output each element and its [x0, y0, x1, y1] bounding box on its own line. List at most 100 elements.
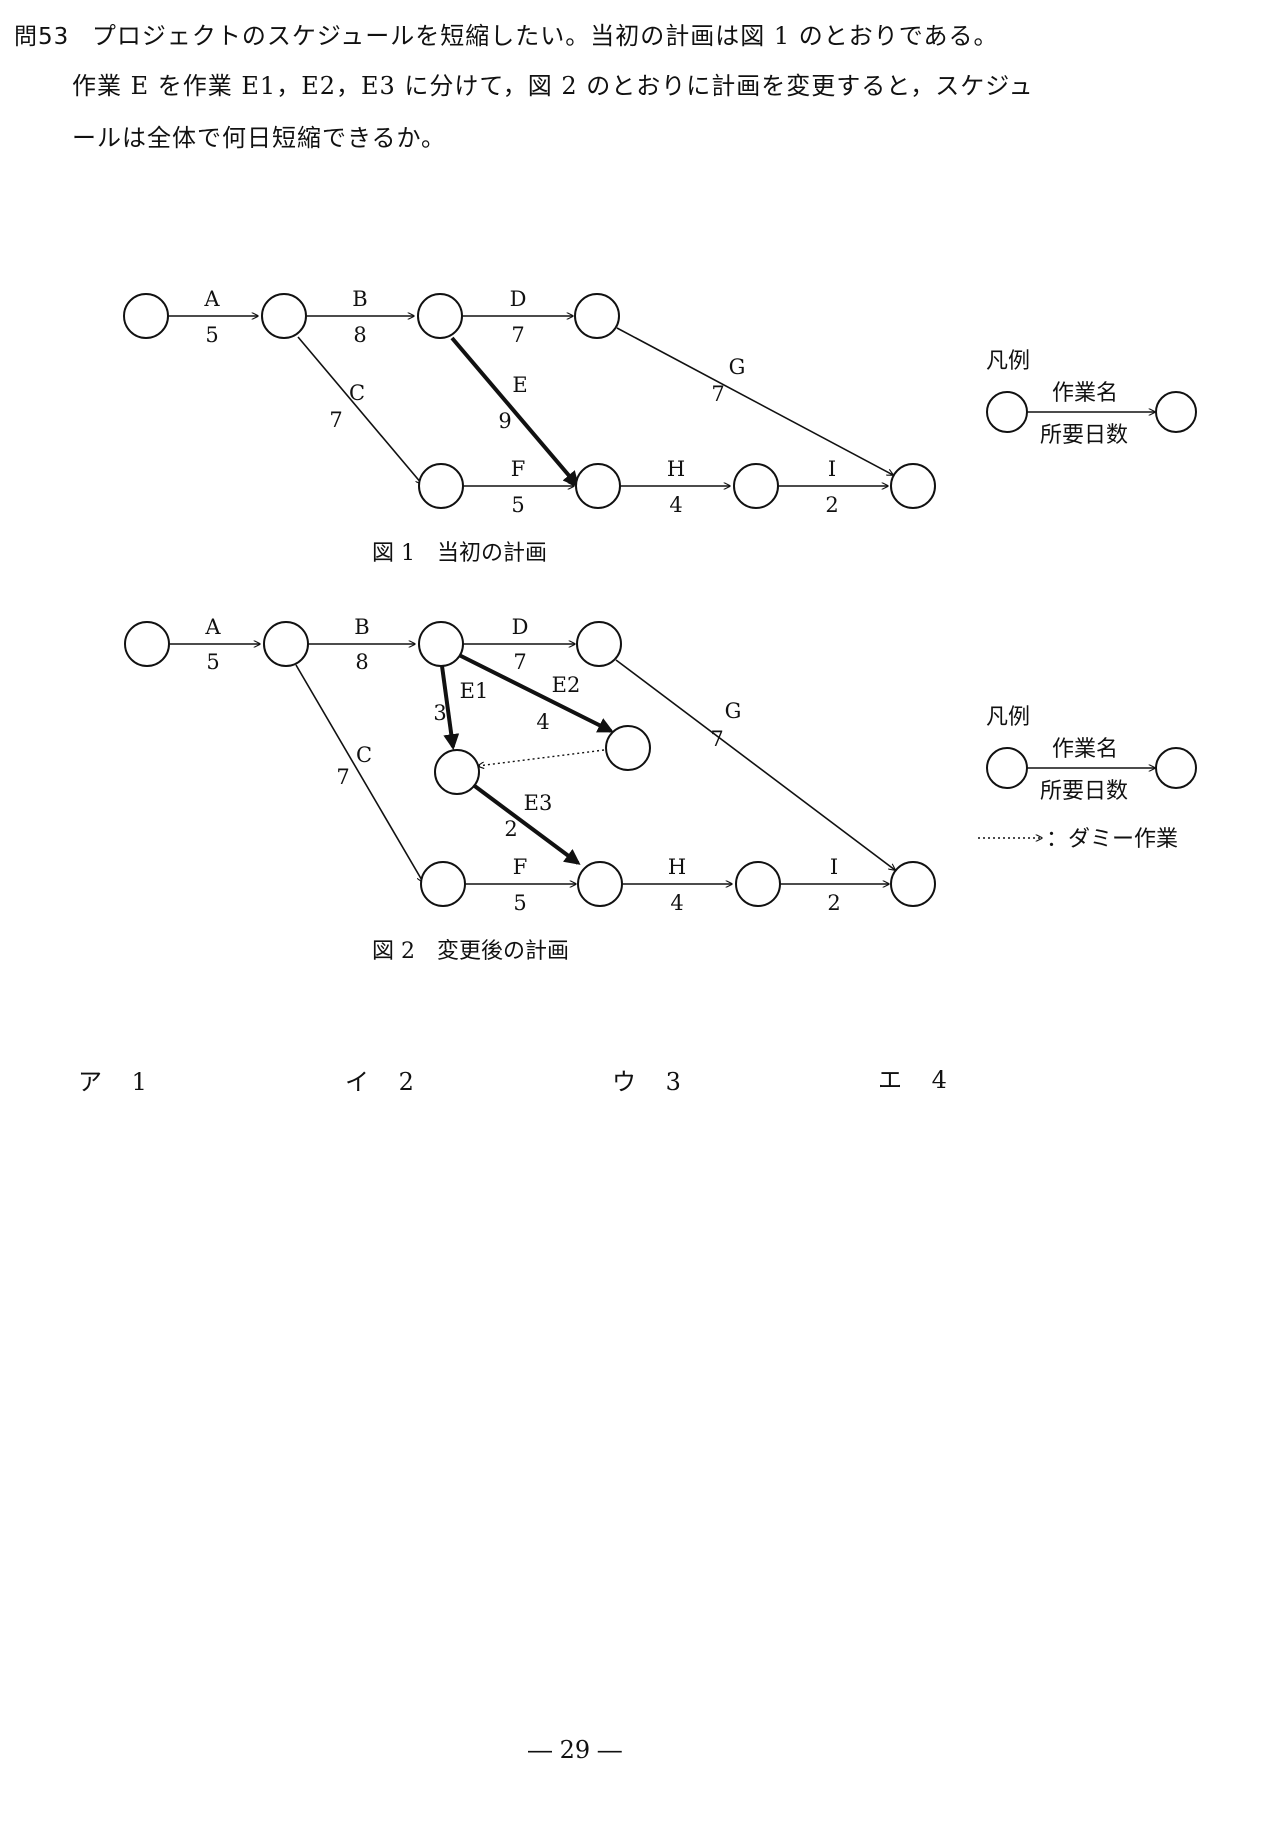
legend-2-task-name: 作業名 — [1052, 737, 1118, 762]
legend-2-duration: 所要日数 — [1040, 779, 1128, 804]
node-2 — [261, 293, 307, 339]
question-line-1: 問53 プロジェクトのスケジュールを短縮したい。当初の計画は図 1 のとおりであ… — [14, 16, 999, 51]
legend-2-node-right — [1155, 747, 1197, 789]
edge-C-name: C — [349, 381, 365, 405]
edge-C-days: 7 — [336, 765, 349, 789]
edge-dummy — [478, 749, 605, 766]
question-line-3: ールは全体で何日短縮できるか。 — [72, 124, 447, 152]
question-number: 問53 — [14, 24, 70, 50]
node-4 — [576, 621, 622, 667]
legend-1-node-left — [986, 391, 1028, 433]
legend-2-node-left — [986, 747, 1028, 789]
choice-b[interactable]: イ 2 — [345, 1062, 414, 1097]
choice-d-value: 4 — [931, 1066, 947, 1094]
node-8 — [890, 861, 936, 907]
figure-1-network: A 5 B 8 D 7 C 7 E 9 G 7 F 5 H 4 I 2 図 1 … — [123, 287, 1197, 566]
edge-G-name: G — [729, 355, 746, 379]
edge-E2 — [458, 653, 614, 733]
legend-2-title: 凡例 — [986, 705, 1030, 730]
edge-E1 — [440, 665, 460, 751]
edge-C — [295, 664, 423, 882]
edge-E — [450, 336, 580, 488]
edge-A-days: 5 — [205, 323, 218, 347]
choice-c[interactable]: ウ 3 — [612, 1062, 681, 1097]
legend-1-task-name: 作業名 — [1052, 381, 1118, 406]
edge-E-days: 9 — [498, 409, 511, 433]
edge-I-days: 2 — [827, 891, 840, 915]
edge-F-days: 5 — [513, 891, 526, 915]
edge-E2-days: 4 — [536, 710, 549, 734]
node-e1-end — [434, 749, 480, 795]
edge-F-name: F — [511, 457, 526, 481]
edge-I-days: 2 — [825, 493, 838, 517]
figure-2-caption: 図 2 変更後の計画 — [372, 939, 569, 964]
edge-H-days: 4 — [670, 891, 683, 915]
edge-H-name: H — [668, 855, 686, 879]
choice-c-label: ウ — [612, 1068, 636, 1096]
node-1 — [123, 293, 169, 339]
choice-a-value: 1 — [131, 1068, 147, 1096]
edge-G-name: G — [725, 699, 742, 723]
node-e2-end — [605, 725, 651, 771]
figure-1-caption: 図 1 当初の計画 — [372, 541, 547, 566]
edge-C-days: 7 — [329, 408, 342, 432]
edge-E1-name: E1 — [460, 679, 489, 703]
edge-A-days: 5 — [206, 650, 219, 674]
edge-D-name: D — [512, 615, 529, 639]
node-4 — [574, 293, 620, 339]
edge-E2-name: E2 — [552, 673, 581, 697]
node-3 — [418, 621, 464, 667]
question-line-2: 作業 E を作業 E1，E2，E3 に分けて，図 2 のとおりに計画を変更すると… — [72, 72, 1034, 100]
node-5 — [418, 463, 464, 509]
edge-I-name: I — [830, 855, 838, 879]
legend-1-node-right — [1155, 391, 1197, 433]
edge-H-days: 4 — [669, 493, 682, 517]
edge-D-days: 7 — [511, 323, 524, 347]
edge-B-name: B — [352, 287, 367, 311]
node-3 — [417, 293, 463, 339]
edge-G — [616, 327, 893, 475]
edge-A-name: A — [203, 287, 220, 311]
node-6 — [575, 463, 621, 509]
edge-F-days: 5 — [511, 493, 524, 517]
node-8 — [890, 463, 936, 509]
edge-B-days: 8 — [353, 323, 366, 347]
edge-E1-days: 3 — [433, 701, 446, 725]
legend-1-title: 凡例 — [986, 349, 1030, 374]
page-number: ― 29 ― — [528, 1736, 622, 1764]
edge-H-name: H — [667, 457, 685, 481]
edge-F-name: F — [513, 855, 528, 879]
edge-C — [297, 336, 422, 484]
node-7 — [735, 861, 781, 907]
figure-2-network: A 5 B 8 D 7 E1 3 E2 4 E3 2 C 7 G 7 F 5 H… — [124, 615, 1197, 964]
choice-c-value: 3 — [665, 1068, 681, 1096]
choice-a[interactable]: ア 1 — [78, 1062, 147, 1097]
edge-G — [615, 659, 895, 870]
choice-b-value: 2 — [398, 1068, 414, 1096]
edge-E3 — [470, 782, 581, 865]
edge-B-name: B — [354, 615, 369, 639]
edge-E3-name: E3 — [524, 791, 553, 815]
legend-1-duration: 所要日数 — [1040, 423, 1128, 448]
edge-I-name: I — [828, 457, 836, 481]
question-text-1: プロジェクトのスケジュールを短縮したい。当初の計画は図 1 のとおりである。 — [91, 22, 999, 50]
edge-E-name: E — [512, 373, 527, 397]
edge-E3-days: 2 — [504, 817, 517, 841]
choice-d[interactable]: エ 4 — [878, 1060, 947, 1095]
edge-B-days: 8 — [355, 650, 368, 674]
choice-b-label: イ — [345, 1068, 369, 1096]
choice-a-label: ア — [78, 1068, 102, 1096]
edge-D-days: 7 — [513, 650, 526, 674]
node-6 — [577, 861, 623, 907]
edge-G-days: 7 — [710, 727, 723, 751]
node-1 — [124, 621, 170, 667]
edge-D-name: D — [510, 287, 527, 311]
node-7 — [733, 463, 779, 509]
node-2 — [263, 621, 309, 667]
edge-C-name: C — [356, 743, 372, 767]
edge-G-days: 7 — [711, 382, 724, 406]
edge-A-name: A — [204, 615, 221, 639]
legend-2-dummy-label: ：ダミー作業 — [1046, 827, 1178, 852]
choice-d-label: エ — [878, 1066, 902, 1094]
node-5 — [420, 861, 466, 907]
